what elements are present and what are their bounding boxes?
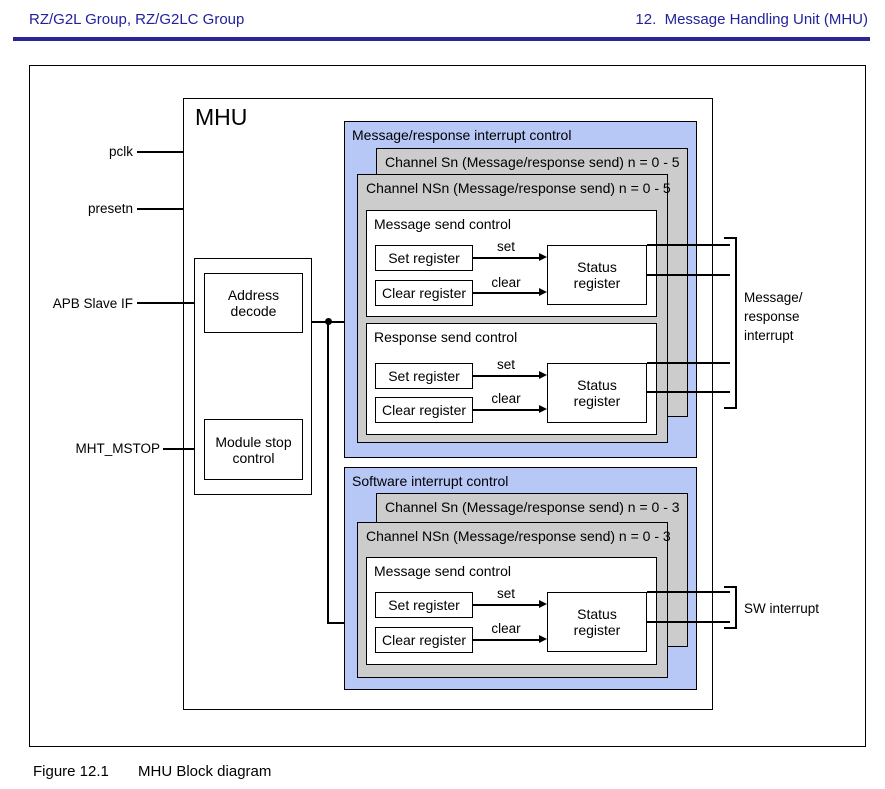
clear-arrowhead xyxy=(539,635,547,643)
message-send-control-title: Message send control xyxy=(374,216,511,232)
set-arrow-line xyxy=(473,375,539,377)
clear-arrow-line xyxy=(473,292,539,294)
clear-arrowhead xyxy=(539,288,547,296)
message-send-control-title: Message send control xyxy=(374,563,511,579)
bracket-tick xyxy=(724,237,737,239)
status-register-label: Status register xyxy=(573,259,621,291)
output-label-line: interrupt xyxy=(744,328,794,343)
clear-arrow-label: clear xyxy=(491,621,521,636)
interrupt-output-line xyxy=(647,274,730,276)
clear-register-box: Clear register xyxy=(375,627,473,653)
mhu-title: MHU xyxy=(195,104,248,130)
clear-register-box: Clear register xyxy=(375,280,473,306)
set-register-label: Set register xyxy=(388,597,460,613)
panel1-channel-sn-label: Channel Sn (Message/response send) n = 0… xyxy=(385,154,680,170)
sw-interrupt-bracket xyxy=(735,586,737,629)
set-register-box: Set register xyxy=(375,592,473,618)
address-decode-box: Address decode xyxy=(204,273,303,333)
status-register-box: Status register xyxy=(547,363,647,423)
panel1-title: Message/response interrupt control xyxy=(352,127,572,143)
bracket-tick xyxy=(724,586,737,588)
interrupt-output-line xyxy=(647,244,730,246)
signal-label-mht-mstop: MHT_MSTOP xyxy=(75,441,160,456)
output-label-line: response xyxy=(744,309,800,324)
output-label-message-response-interrupt: Message/ response interrupt xyxy=(744,288,803,345)
interrupt-output-line xyxy=(647,621,730,623)
signal-line-apb-slave-if xyxy=(137,302,204,304)
set-register-box: Set register xyxy=(375,245,473,271)
output-label-line: Message/ xyxy=(744,290,803,305)
panel2-channel-nsn-label: Channel NSn (Message/response send) n = … xyxy=(366,528,671,544)
panel2-channel-sn-label: Channel Sn (Message/response send) n = 0… xyxy=(385,499,680,515)
clear-arrow-label: clear xyxy=(491,391,521,406)
set-arrowhead xyxy=(539,371,547,379)
output-label-sw-interrupt: SW interrupt xyxy=(744,601,820,616)
status-register-box: Status register xyxy=(547,592,647,652)
set-register-label: Set register xyxy=(388,250,460,266)
panel1-channel-nsn-label: Channel NSn (Message/response send) n = … xyxy=(366,180,671,196)
set-arrowhead xyxy=(539,600,547,608)
status-register-label: Status register xyxy=(573,606,621,638)
set-register-label: Set register xyxy=(388,368,460,384)
clear-arrowhead xyxy=(539,405,547,413)
set-arrow-label: set xyxy=(496,357,515,372)
clear-register-box: Clear register xyxy=(375,397,473,423)
clear-arrow-label: clear xyxy=(491,275,521,290)
response-send-control-title: Response send control xyxy=(374,329,518,345)
figure-caption-label: Figure 12.1 xyxy=(33,763,109,780)
interrupt-output-line xyxy=(647,591,730,593)
message-response-interrupt-bracket xyxy=(735,237,737,409)
header-rule xyxy=(13,37,870,41)
signal-line-mht-mstop xyxy=(163,448,204,450)
signal-label-presetn: presetn xyxy=(87,201,133,216)
bus-line-vertical xyxy=(327,321,329,623)
figure-caption-text: MHU Block diagram xyxy=(138,763,272,780)
bracket-tick xyxy=(724,407,737,409)
set-arrow-line xyxy=(473,604,539,606)
panel2-title: Software interrupt control xyxy=(352,473,509,489)
set-register-box: Set register xyxy=(375,363,473,389)
signal-line-presetn xyxy=(137,208,184,210)
header-right-title: 12. Message Handling Unit (MHU) xyxy=(635,11,868,28)
clear-register-label: Clear register xyxy=(381,402,467,418)
bus-line-horizontal-bottom xyxy=(327,622,344,624)
interrupt-output-line xyxy=(647,362,730,364)
bus-junction-dot xyxy=(325,318,332,325)
signal-line-pclk xyxy=(137,151,184,153)
status-register-label: Status register xyxy=(573,377,621,409)
signal-label-apb-slave-if: APB Slave IF xyxy=(52,296,133,311)
status-register-box: Status register xyxy=(547,245,647,305)
clear-register-label: Clear register xyxy=(381,632,467,648)
signal-label-pclk: pclk xyxy=(108,144,133,159)
header-left-title: RZ/G2L Group, RZ/G2LC Group xyxy=(29,11,245,28)
module-stop-label: Module stop control xyxy=(215,433,292,466)
address-decode-label: Address decode xyxy=(227,287,280,319)
module-stop-box: Module stop control xyxy=(204,419,303,480)
set-arrowhead xyxy=(539,253,547,261)
clear-register-label: Clear register xyxy=(381,285,467,301)
set-arrow-label: set xyxy=(496,239,515,254)
interrupt-output-line xyxy=(647,391,730,393)
clear-arrow-line xyxy=(473,639,539,641)
bracket-tick xyxy=(724,627,737,629)
set-arrow-label: set xyxy=(496,586,515,601)
set-arrow-line xyxy=(473,257,539,259)
clear-arrow-line xyxy=(473,409,539,411)
